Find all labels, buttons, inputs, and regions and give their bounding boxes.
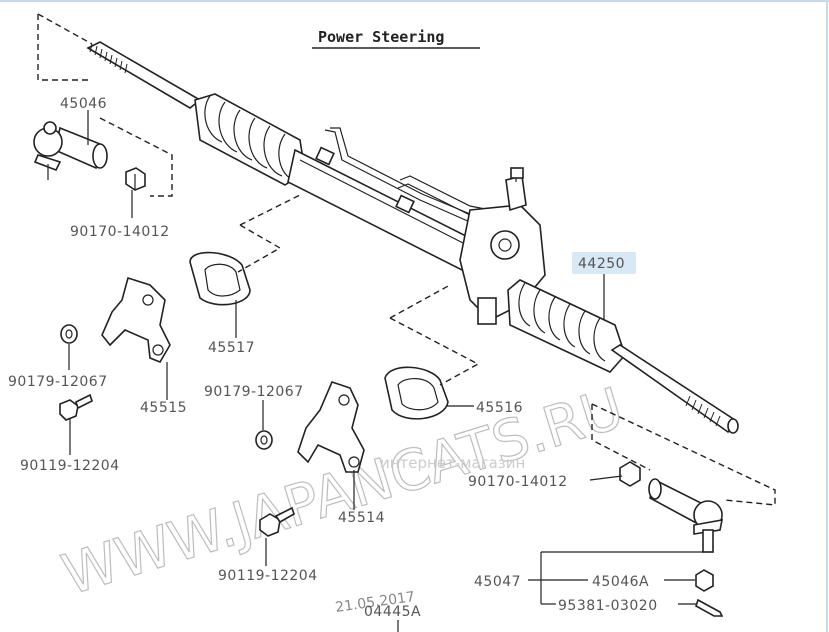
bracket-45514 — [297, 381, 365, 473]
left-tie-rod — [86, 41, 202, 109]
bushing-45517 — [189, 251, 251, 306]
highlight-44250 — [572, 252, 636, 274]
nut-left — [125, 167, 146, 191]
label-90179-12067-right[interactable]: 90179-12067 — [204, 384, 304, 400]
cotter-pin — [695, 598, 724, 617]
label-45047[interactable]: 45047 — [474, 574, 521, 590]
label-90170-14012-left[interactable]: 90170-14012 — [70, 224, 170, 240]
right-bellows-boot — [507, 279, 626, 373]
castle-nut — [695, 569, 714, 592]
right-tie-rod — [610, 344, 739, 434]
label-45046A[interactable]: 45046A — [592, 574, 649, 590]
label-04445A[interactable]: 04445A — [364, 604, 421, 620]
dashed-boundaries — [37, 13, 776, 506]
label-90170-14012-right[interactable]: 90170-14012 — [468, 474, 568, 490]
label-45516[interactable]: 45516 — [476, 400, 523, 416]
bolt-right — [259, 506, 295, 537]
flange-nut-left — [60, 324, 78, 344]
label-45046[interactable]: 45046 — [60, 96, 107, 112]
label-45514[interactable]: 45514 — [338, 510, 385, 526]
label-90179-12067-left[interactable]: 90179-12067 — [8, 374, 108, 390]
label-44250[interactable]: 44250 — [578, 256, 625, 272]
part-labels: 45046 90170-14012 44250 45517 90179-1206… — [8, 96, 658, 620]
left-bellows-boot — [194, 93, 306, 186]
label-90119-12204-right[interactable]: 90119-12204 — [218, 568, 318, 584]
label-45515[interactable]: 45515 — [140, 400, 187, 416]
nut-right — [619, 461, 641, 487]
left-tie-rod-end — [33, 121, 108, 180]
flange-nut-right — [255, 430, 273, 450]
bolt-left — [59, 393, 93, 421]
bracket-45515 — [101, 276, 171, 363]
watermark-subtext: интернет-магазин — [380, 454, 525, 472]
label-45517[interactable]: 45517 — [208, 340, 255, 356]
diagram-title: Power Steering — [318, 28, 444, 46]
leader-lines — [68, 110, 705, 632]
hydraulic-lines — [315, 127, 491, 223]
label-95381-03020[interactable]: 95381-03020 — [558, 598, 658, 614]
steering-rack-assembly — [86, 41, 739, 434]
bushing-45516 — [384, 366, 449, 420]
right-tie-rod-end — [648, 478, 724, 553]
label-90119-12204-left[interactable]: 90119-12204 — [20, 458, 120, 474]
